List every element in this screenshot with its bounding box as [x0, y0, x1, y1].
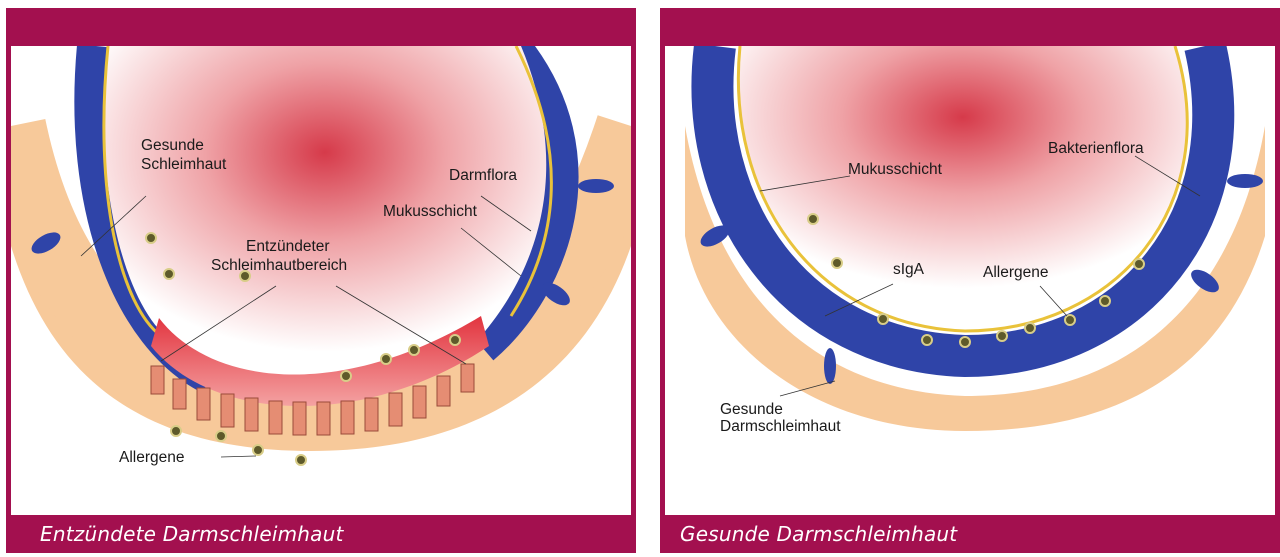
label-mukusschicht: Mukusschicht — [383, 203, 478, 220]
label-allergene: Allergene — [983, 264, 1049, 281]
goblet-cell — [824, 348, 836, 384]
label-bakterienflora: Bakterienflora — [1048, 140, 1144, 157]
label-gesunde-schleimhaut-1: Gesunde — [141, 137, 204, 154]
inflamed-mucosa-panel: Gesunde Schleimhaut Darmflora Mukusschic… — [6, 8, 636, 553]
inflamed-mucosa-illustration: Gesunde Schleimhaut Darmflora Mukusschic… — [11, 46, 631, 515]
panel-caption: Entzündete Darmschleimhaut — [40, 522, 344, 546]
goblet-cell — [1227, 174, 1263, 188]
panel-caption: Gesunde Darmschleimhaut — [680, 522, 957, 546]
inflamed-mucosa-diagram: Gesunde Schleimhaut Darmflora Mukusschic… — [11, 46, 631, 515]
label-gesunde-darmschleimhaut-1: Gesunde — [720, 401, 783, 418]
goblet-cell — [578, 179, 614, 193]
label-gesunde-schleimhaut-2: Schleimhaut — [141, 156, 227, 173]
label-entzuendeter-1: Entzündeter — [246, 238, 330, 255]
label-darmflora: Darmflora — [449, 167, 517, 184]
healthy-mucosa-illustration: Mukusschicht Bakterienflora sIgA Allerge… — [665, 46, 1275, 515]
label-entzuendeter-2: Schleimhautbereich — [211, 257, 347, 274]
label-gesunde-darmschleimhaut-2: Darmschleimhaut — [720, 418, 841, 435]
healthy-mucosa-diagram: Mukusschicht Bakterienflora sIgA Allerge… — [665, 46, 1275, 515]
label-allergene: Allergene — [119, 449, 185, 466]
label-mukusschicht: Mukusschicht — [848, 161, 943, 178]
healthy-mucosa-panel: Mukusschicht Bakterienflora sIgA Allerge… — [660, 8, 1280, 553]
label-siga: sIgA — [893, 261, 925, 278]
